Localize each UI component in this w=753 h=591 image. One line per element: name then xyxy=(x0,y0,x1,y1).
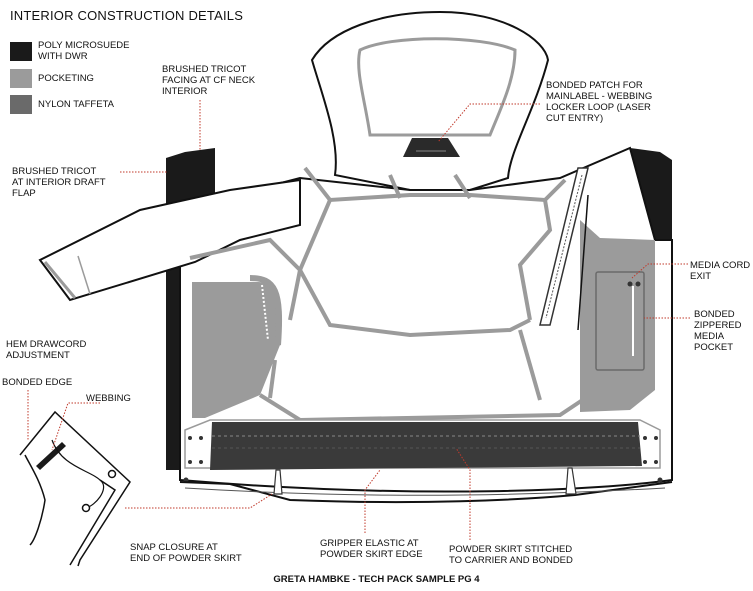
snap-tab-right xyxy=(565,467,577,495)
legend-item-microsuede: POLY MICROSUEDE WITH DWR xyxy=(10,40,130,62)
left-pocketing xyxy=(192,282,280,418)
callout-bonded-edge: BONDED EDGE xyxy=(2,377,73,388)
right-front-panel xyxy=(630,148,672,240)
drawcord-webbing xyxy=(36,442,66,470)
callout-gripper-elastic: GRIPPER ELASTIC AT POWDER SKIRT EDGE xyxy=(320,538,423,560)
callout-webbing: WEBBING xyxy=(86,393,131,404)
callout-brushed-tricot-draft: BRUSHED TRICOT AT INTERIOR DRAFT FLAP xyxy=(12,166,106,199)
powder-skirt-elastic xyxy=(210,422,642,470)
leader-gripper xyxy=(364,469,381,533)
hood-lining-seam xyxy=(357,37,517,137)
legend-item-taffeta: NYLON TAFFETA xyxy=(10,95,114,114)
callout-hem-drawcord: HEM DRAWCORD ADJUSTMENT xyxy=(6,339,87,361)
leader-media-cord xyxy=(631,263,688,279)
hood xyxy=(310,10,550,191)
callout-bonded-media-pocket: BONDED ZIPPERED MEDIA POCKET xyxy=(694,309,742,353)
left-sleeve xyxy=(38,178,301,302)
hem-drawcord-detail xyxy=(19,410,131,567)
leader-snap xyxy=(125,493,273,509)
hem xyxy=(179,481,673,504)
media-pocket xyxy=(595,271,645,371)
legend-swatch-taffeta xyxy=(10,95,32,114)
leader-bonded-patch xyxy=(437,103,540,143)
legend-swatch-pocketing xyxy=(10,69,32,88)
callout-powder-skirt: POWDER SKIRT STITCHED TO CARRIER AND BON… xyxy=(449,544,573,566)
callout-brushed-tricot-neck: BRUSHED TRICOT FACING AT CF NECK INTERIO… xyxy=(162,64,256,97)
mainlabel-patch xyxy=(403,138,460,157)
legend-item-pocketing: POCKETING xyxy=(10,69,94,88)
legend-label-taffeta: NYLON TAFFETA xyxy=(38,99,115,110)
leader-webbing xyxy=(51,402,100,451)
page-footer: GRETA HAMBKE - TECH PACK SAMPLE PG 4 xyxy=(273,574,480,585)
callout-snap-closure: SNAP CLOSURE AT END OF POWDER SKIRT xyxy=(130,542,242,564)
legend-swatch-microsuede xyxy=(10,41,32,61)
legend-label-microsuede: POLY MICROSUEDE WITH DWR xyxy=(38,40,130,62)
leader-powder-skirt xyxy=(455,447,471,540)
callout-media-cord-exit: MEDIA CORD EXIT xyxy=(690,260,751,282)
snap-tab-left xyxy=(273,469,283,495)
legend-label-pocketing: POCKETING xyxy=(38,73,94,84)
page-title: INTERIOR CONSTRUCTION DETAILS xyxy=(10,8,244,23)
callout-bonded-patch: BONDED PATCH FOR MAINLABEL - WEBBING LOC… xyxy=(546,80,653,124)
